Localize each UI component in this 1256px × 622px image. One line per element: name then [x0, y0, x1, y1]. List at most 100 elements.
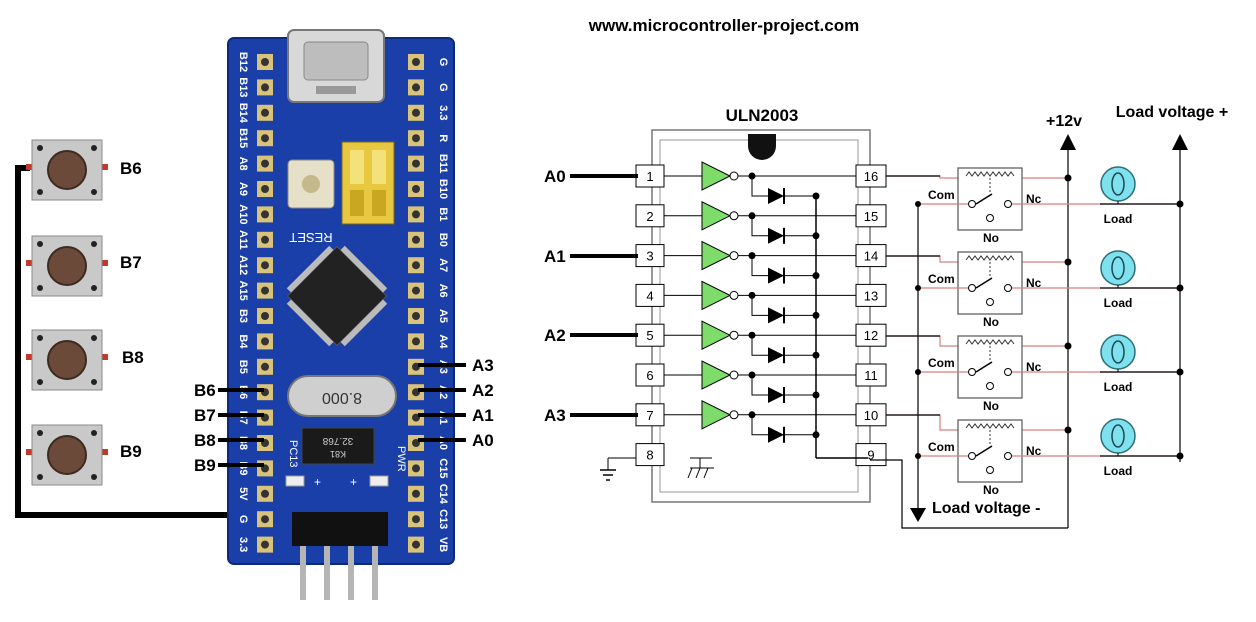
- load-minus-arrow: [910, 508, 926, 522]
- board-left-pin-label: B3: [237, 309, 249, 323]
- board-right-pin-label: A6: [437, 284, 449, 298]
- board-left-pin-label: A15: [237, 281, 249, 301]
- board-pin-hole: [261, 337, 269, 346]
- buffer-triangle: [701, 360, 732, 390]
- board-left-pin-label: B4: [237, 334, 249, 349]
- uln-pin-number-right: 15: [864, 209, 878, 224]
- load-label: Load: [1104, 296, 1133, 310]
- uln-pin-number-right: 14: [864, 249, 878, 264]
- board-pin-hole: [261, 210, 269, 219]
- board-pin-hole: [412, 286, 420, 295]
- plus12-arrow: [1060, 134, 1076, 150]
- buffer-triangle: [701, 399, 732, 430]
- relay-nc-label: Nc: [1026, 360, 1042, 374]
- board-pin-hole: [261, 108, 269, 117]
- board-left-pin-label: B13: [237, 77, 249, 97]
- power-rails: +12v Load voltage + Load voltage -: [870, 104, 1228, 529]
- load-minus-label: Load voltage -: [932, 500, 1040, 517]
- button-label-b9: B9: [120, 442, 142, 461]
- callout-b8: B8: [194, 431, 216, 450]
- load-plus-arrow: [1172, 134, 1188, 150]
- buffer-triangle: [701, 320, 732, 351]
- board-left-pin-label: B5: [237, 360, 249, 374]
- uln-pin-number-left: 4: [646, 288, 653, 303]
- board-left-pin-label: A12: [237, 255, 249, 275]
- board-right-pin-label: A5: [437, 309, 449, 323]
- darlington-channel: [664, 320, 856, 364]
- plus12-label: +12v: [1046, 113, 1082, 130]
- board-left-pin-label: B14: [237, 103, 249, 124]
- darlington-channel: [664, 280, 856, 324]
- board-pin-hole: [412, 312, 420, 320]
- board-right-pin-label: A2: [437, 385, 449, 399]
- diode: [768, 267, 784, 284]
- board-right-pin-label: R: [437, 134, 449, 142]
- board-pin-hole: [412, 235, 420, 244]
- board-pin-hole: [412, 210, 420, 219]
- pwr-label: PWR: [395, 446, 407, 472]
- relay-com-label: Com: [928, 356, 955, 370]
- uln-title: ULN2003: [726, 106, 799, 125]
- load-bulb: [1100, 334, 1136, 370]
- relay-nc-label: Nc: [1026, 192, 1042, 206]
- relay-coil: [965, 171, 1015, 177]
- board-pin-hole: [412, 134, 420, 143]
- button-common-wire: [15, 165, 265, 518]
- pc13-label: PC13: [287, 440, 299, 468]
- board-pin-hole: [261, 540, 269, 549]
- board-left-pin-label: A9: [237, 182, 249, 196]
- load-bulb: [1100, 250, 1136, 286]
- board-pin-hole: [261, 515, 269, 524]
- ground-symbol-internal: [687, 457, 714, 479]
- darlington-channel: [664, 240, 856, 284]
- board-right-pin-label: B10: [437, 179, 449, 199]
- callout-b7: B7: [194, 406, 216, 425]
- buffer-triangle: [701, 240, 732, 271]
- board-right-pin-label: A1: [437, 411, 449, 425]
- led-pc13: [285, 475, 305, 487]
- callout-a1: A1: [472, 406, 494, 425]
- load-label: Load: [1104, 212, 1133, 226]
- board-pin-hole: [412, 337, 420, 346]
- board-pin-hole: [261, 235, 269, 244]
- reset-label: RESET: [289, 230, 332, 245]
- relay-com-label: Com: [928, 272, 955, 286]
- diode: [768, 347, 784, 364]
- board-left-pin-label: B15: [237, 128, 249, 148]
- uln-outer: [651, 129, 871, 503]
- callout-a3: A3: [472, 356, 494, 375]
- diode: [768, 426, 784, 443]
- board-pin-hole: [261, 362, 269, 371]
- uln-pin-number-left: 1: [646, 169, 653, 184]
- load-label: Load: [1104, 464, 1133, 478]
- uln-input-a3: A3: [544, 406, 566, 425]
- uln-pin-number-right: 12: [864, 328, 878, 343]
- relay-nc-label: Nc: [1026, 276, 1042, 290]
- uln-pin-number-right: 13: [864, 288, 878, 303]
- board-pin-hole: [412, 515, 420, 524]
- board-right-pin-label: A4: [437, 334, 449, 349]
- board-left-pin-label: A10: [237, 204, 249, 224]
- board-pin-hole: [412, 83, 420, 92]
- load-bulb: [1100, 166, 1136, 202]
- uln-pin-number-right: 11: [864, 368, 878, 383]
- regulator-label: 32.768: [322, 435, 353, 446]
- regulator: [301, 427, 375, 465]
- callout-b9: B9: [194, 456, 216, 475]
- board-pin-hole: [261, 159, 269, 168]
- board-pin-hole: [261, 83, 269, 92]
- buffer-triangle: [701, 200, 732, 231]
- uln-pin-number-right: 10: [864, 408, 878, 423]
- uln-pin-number-left: 5: [646, 328, 653, 343]
- uln-notch: [748, 134, 776, 160]
- board-right-pin-label: B11: [437, 154, 449, 174]
- mcu-chip: [286, 245, 388, 347]
- board-pin-hole: [261, 134, 269, 143]
- push-button-b8: [26, 329, 108, 391]
